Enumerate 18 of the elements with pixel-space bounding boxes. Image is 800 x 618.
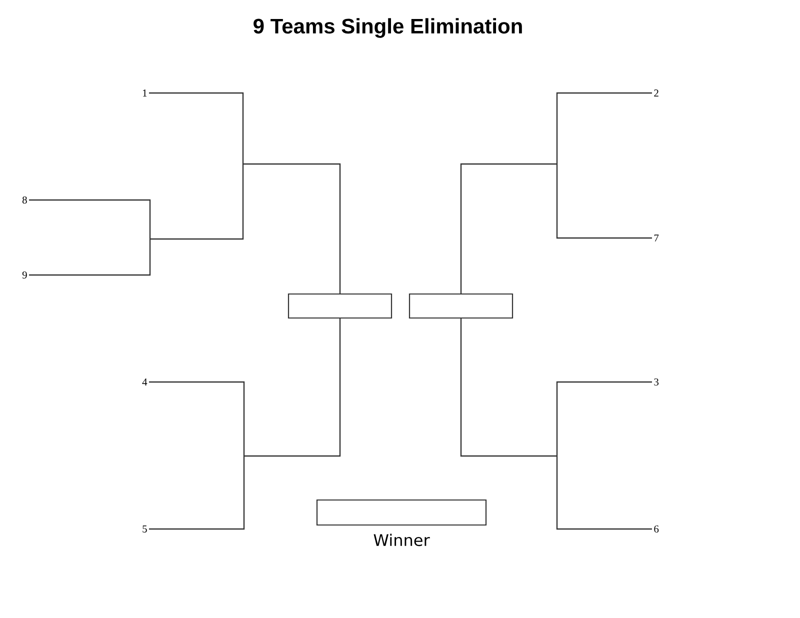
seed-number: 3	[654, 378, 659, 386]
box-label: Winner	[374, 534, 430, 546]
seed-number: 9	[22, 271, 27, 279]
bracket-line	[460, 92, 653, 294]
bracket-line	[460, 318, 653, 530]
answer-box	[288, 293, 392, 319]
seed-number: 1	[142, 90, 147, 96]
seed-number: 5	[142, 526, 147, 532]
seed-number: 4	[142, 378, 148, 386]
seed-number: 2	[654, 90, 658, 96]
seed-number: 6	[654, 525, 659, 533]
title: 9 Teams Single Elimination	[254, 18, 522, 38]
bracket-line	[148, 318, 341, 530]
seed-number: 8	[22, 196, 27, 204]
bracket-line	[28, 92, 341, 294]
seed-number: 7	[654, 234, 659, 242]
answer-box	[316, 499, 487, 526]
answer-box	[408, 293, 514, 319]
